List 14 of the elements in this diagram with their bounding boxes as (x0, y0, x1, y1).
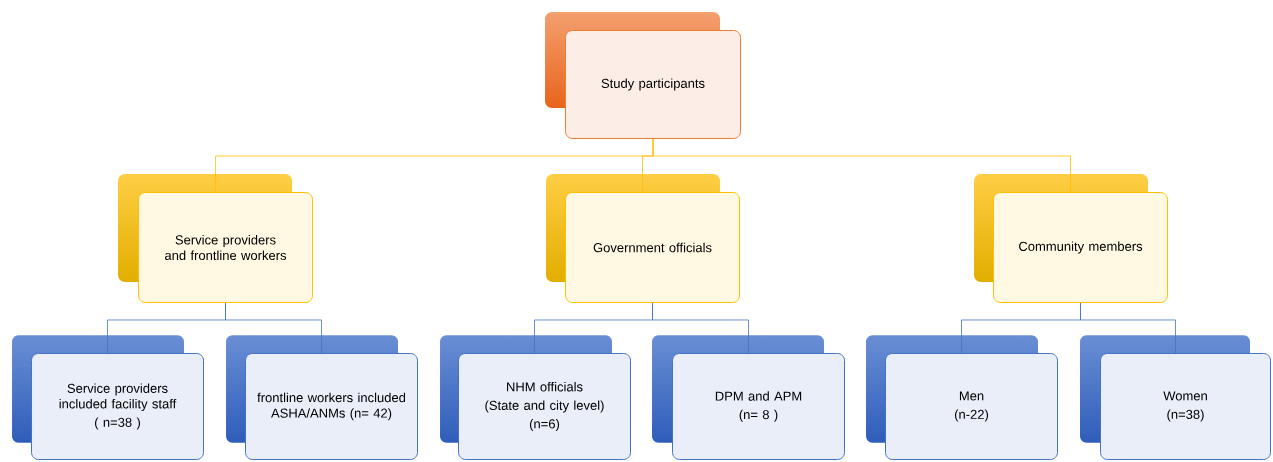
org-chart-box: Men (n-22) (885, 353, 1058, 460)
org-chart-box: DPM and APM (n= 8 ) (672, 353, 845, 460)
org-chart-box: NHM officials (State and city level) (n=6) (458, 353, 631, 460)
org-chart-box: Government officials (565, 192, 740, 303)
org-chart-box: frontline workers included ASHA/ANMs (n= 42) (245, 353, 418, 460)
connector-line (652, 302, 749, 354)
org-chart-box: Study participants (565, 30, 741, 139)
org-chart-box: Service providers and frontline workers (138, 192, 313, 303)
connector-line (1080, 302, 1176, 354)
org-chart-box: Women (n=38) (1100, 353, 1271, 460)
org-chart-box: Community members (993, 192, 1168, 303)
org-chart-box: Service providers included facility staff ( n=38 ) (31, 353, 204, 460)
connector-line (652, 138, 1071, 193)
connector-line (225, 302, 322, 354)
